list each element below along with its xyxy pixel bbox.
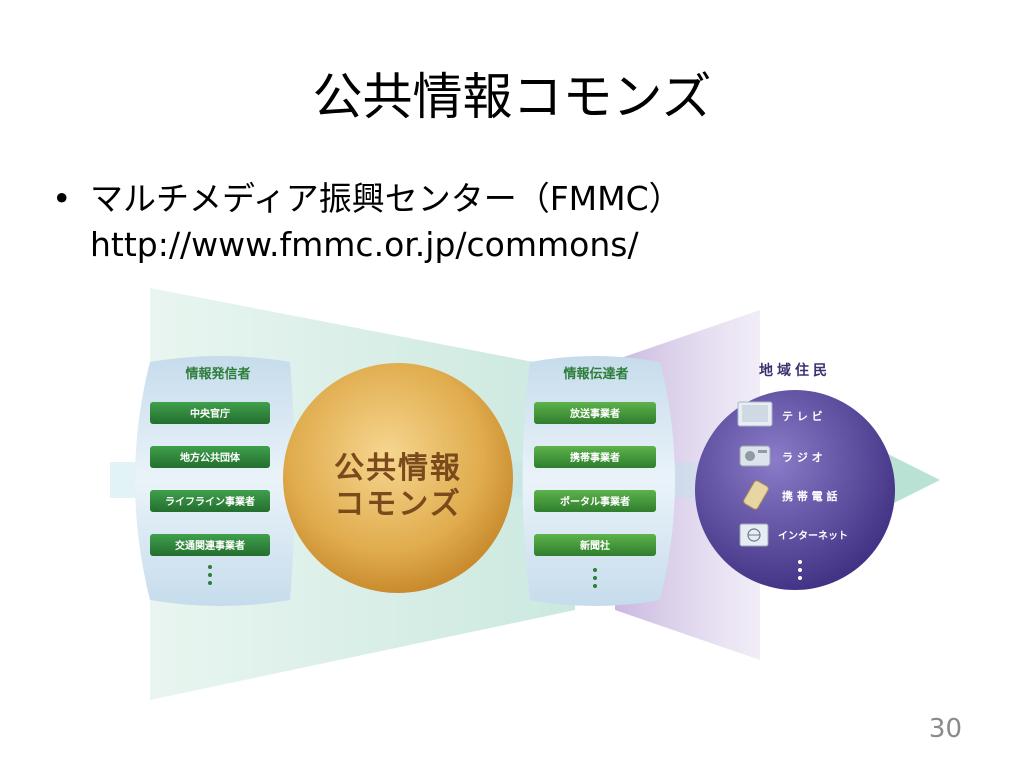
commons-sphere bbox=[283, 363, 513, 593]
radio-icon bbox=[739, 445, 771, 467]
computer-icon bbox=[739, 523, 769, 547]
sender-item-label: 中央官庁 bbox=[190, 407, 230, 420]
mobile-phone-icon bbox=[743, 480, 769, 510]
transmitter-item[interactable]: 新聞社 bbox=[534, 534, 656, 556]
resident-item-mobile[interactable]: 携 帯 電 話 bbox=[743, 480, 838, 511]
transmitter-item[interactable]: 携帯事業者 bbox=[534, 446, 656, 468]
resident-item-radio[interactable]: ラ ジ オ bbox=[739, 445, 823, 467]
senders-ellipsis bbox=[208, 565, 212, 585]
residents-header: 地域住民 bbox=[759, 362, 831, 379]
sender-item-label: ライフライン事業者 bbox=[165, 495, 255, 508]
slide-title: 公共情報コモンズ bbox=[312, 68, 712, 126]
organization-name: マルチメディア振興センター（FMMC） bbox=[90, 179, 682, 218]
transmitter-item[interactable]: ポータル事業者 bbox=[534, 490, 656, 512]
resident-item-internet[interactable]: インターネット bbox=[739, 523, 848, 547]
bullet-block: • マルチメディア振興センター（FMMC） http://www.fmmc.or… bbox=[52, 176, 682, 268]
transmitters-header: 情報伝達者 bbox=[563, 366, 628, 382]
sender-item[interactable]: 地方公共団体 bbox=[150, 446, 270, 468]
transmitter-item-label: 携帯事業者 bbox=[570, 451, 620, 464]
sender-item[interactable]: 交通関連事業者 bbox=[150, 534, 270, 556]
sender-item-label: 交通関連事業者 bbox=[175, 539, 245, 552]
resident-item-label: インターネット bbox=[778, 530, 848, 542]
page-number: 30 bbox=[928, 714, 962, 744]
sender-item-label: 地方公共団体 bbox=[180, 451, 241, 464]
resident-item-label: ラ ジ オ bbox=[782, 451, 823, 464]
commons-label-line2: コモンズ bbox=[334, 487, 461, 522]
transmitter-item-label: 放送事業者 bbox=[569, 407, 620, 420]
sender-item[interactable]: 中央官庁 bbox=[150, 402, 270, 424]
resident-item-tv[interactable]: テ レ ビ bbox=[737, 401, 823, 427]
senders-header: 情報発信者 bbox=[185, 366, 250, 382]
commons-label-line1: 公共情報 bbox=[334, 451, 462, 486]
resident-item-label: 携 帯 電 話 bbox=[782, 489, 838, 503]
tv-icon bbox=[737, 401, 773, 427]
bullet-dot-icon: • bbox=[52, 179, 72, 218]
transmitter-item-label: ポータル事業者 bbox=[560, 495, 630, 508]
transmitters-panel bbox=[522, 356, 675, 606]
sender-item[interactable]: ライフライン事業者 bbox=[150, 490, 270, 512]
senders-panel bbox=[135, 356, 295, 606]
bullet-item: • マルチメディア振興センター（FMMC） bbox=[52, 176, 682, 222]
organization-url[interactable]: http://www.fmmc.or.jp/commons/ bbox=[90, 225, 639, 264]
resident-item-label: テ レ ビ bbox=[782, 409, 823, 423]
residents-ellipsis bbox=[798, 560, 802, 580]
transmitter-item[interactable]: 放送事業者 bbox=[534, 402, 656, 424]
transmitters-ellipsis bbox=[593, 568, 597, 588]
transmitter-item-label: 新聞社 bbox=[580, 539, 610, 552]
